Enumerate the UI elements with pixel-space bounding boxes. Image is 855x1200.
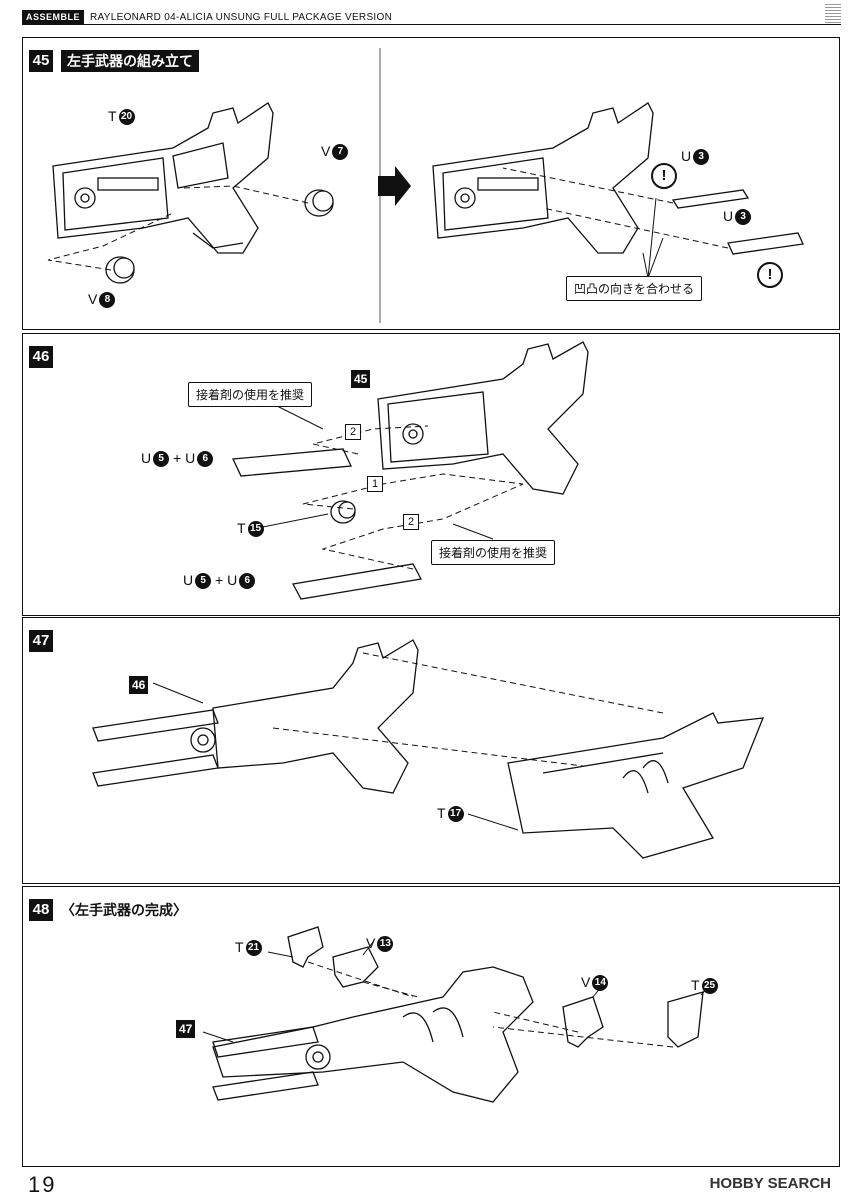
order-marker: 1 <box>367 476 383 492</box>
header-rule <box>22 24 841 25</box>
alignment-note: 凹凸の向きを合わせる <box>566 276 703 301</box>
ref-step-46: 46 <box>129 676 149 694</box>
ref-step-45: 45 <box>351 370 371 388</box>
step-45-illustration <box>47 48 804 323</box>
page-header: ASSEMBLE RAYLEONARD 04-ALICIA UNSUNG FUL… <box>22 10 833 24</box>
assemble-badge: ASSEMBLE <box>22 10 85 24</box>
order-marker: 2 <box>345 424 361 440</box>
step-48-illustration <box>202 926 714 1103</box>
page-number: 19 <box>28 1172 57 1197</box>
header-edge-mark <box>825 2 841 24</box>
caution-icon: ! <box>757 262 783 288</box>
glue-recommended-note: 接着剤の使用を推奨 <box>188 382 313 407</box>
step-46-illustration <box>232 341 589 600</box>
order-marker: 2 <box>403 514 419 530</box>
step-number: 45 <box>29 50 53 72</box>
step-title: 〈左手武器の完成〉 <box>61 902 187 918</box>
manual-title: RAYLEONARD 04-ALICIA UNSUNG FULL PACKAGE… <box>90 11 393 23</box>
step-title: 左手武器の組み立て <box>61 50 199 72</box>
step-number: 46 <box>29 346 53 368</box>
ref-step-47: 47 <box>176 1020 196 1038</box>
hobby-search-logo: HOBBY SEARCH <box>709 1175 831 1192</box>
caution-icon: ! <box>651 163 677 189</box>
step-number: 48 <box>29 899 53 921</box>
step-number: 47 <box>29 630 53 652</box>
glue-recommended-note: 接着剤の使用を推奨 <box>431 540 556 565</box>
step-47-illustration <box>92 639 765 859</box>
